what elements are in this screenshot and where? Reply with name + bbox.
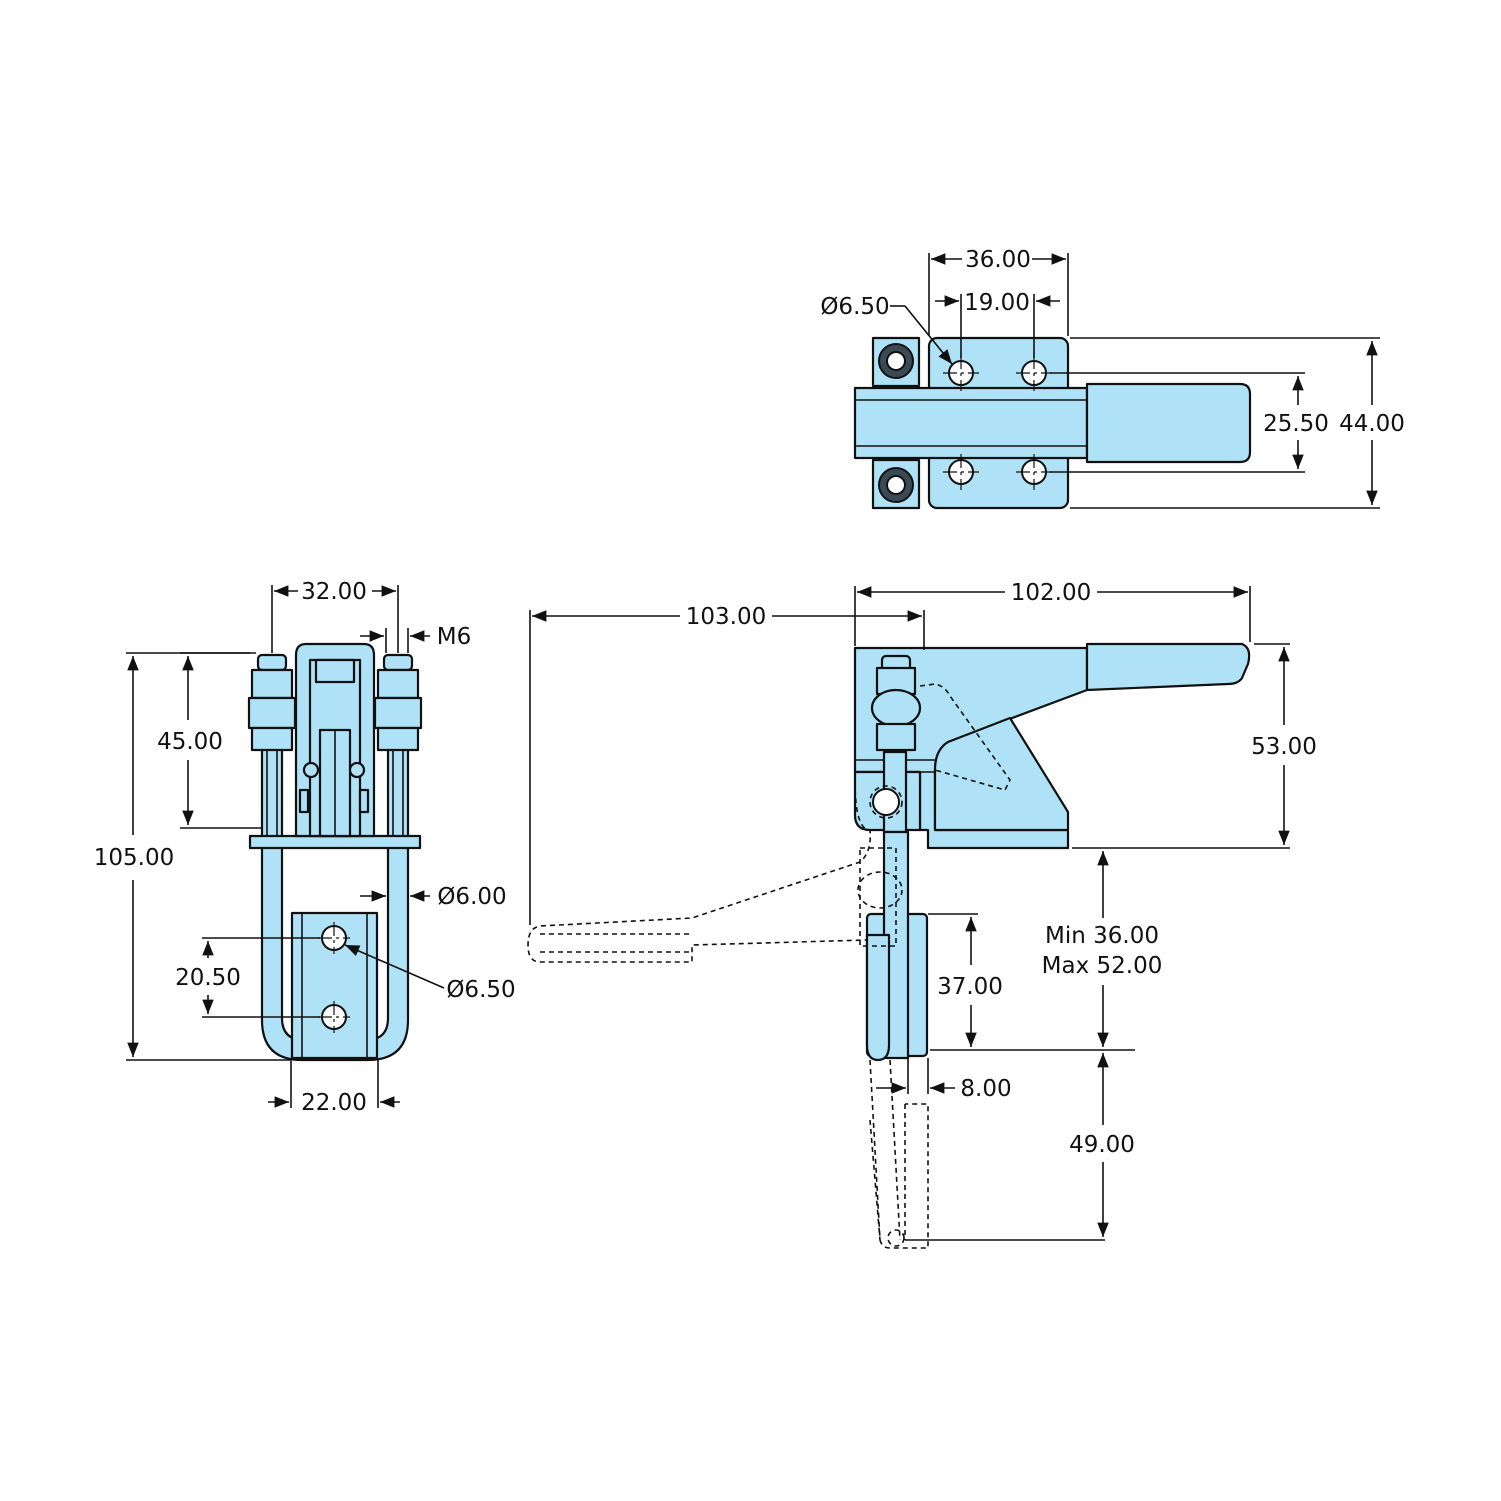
dim-25-label: 25.50 [1263,411,1329,437]
dim-front-dia-label: Ø6.50 [446,977,515,1003]
dim-side-handle-reach: 103.00 [529,604,925,925]
dim-front-top-width: 32.00 [271,579,399,653]
dim-max-label: Max 52.00 [1042,953,1163,979]
dim-top-dia-label: Ø6.50 [820,294,889,320]
dim-19-label: 19.00 [964,290,1030,316]
dim-side-plate-thickness: 8.00 [876,1058,1012,1102]
dim-front-hole-diameter: Ø6.50 [344,944,516,1003]
dim-top-hole-diameter: Ø6.50 [820,294,953,365]
dim-side-body-height: 53.00 [1072,643,1317,849]
dim-min-label: Min 36.00 [1045,923,1159,949]
dim-side-latch-length: 37.00 [928,913,1003,1047]
dim-side-opening: Min 36.00 Max 52.00 [1042,851,1163,1047]
dim-top-overall-height: 44.00 [1070,337,1405,509]
dim-side-open-drop: 49.00 [905,1053,1135,1241]
dim-rod-dia-label: Ø6.00 [437,884,506,910]
dim-105-label: 105.00 [94,845,174,871]
top-view-nut-upper [871,336,921,388]
dim-32-label: 32.00 [301,579,367,605]
dim-front-thread: M6 [360,624,471,653]
front-view-crossbar [248,834,422,850]
dim-side-overall-length: 102.00 [854,580,1251,646]
top-view: 36.00 19.00 Ø6.50 25.50 [820,247,1405,510]
dim-45-label: 45.00 [157,729,223,755]
dim-20-label: 20.50 [175,965,241,991]
dim-53-label: 53.00 [1251,734,1317,760]
dim-front-overall-height: 105.00 [94,652,290,1061]
top-view-arm [853,386,1089,460]
dim-m6-label: M6 [437,624,471,650]
side-view-handle [1085,642,1251,692]
dim-102-label: 102.00 [1011,580,1091,606]
front-view-nut-left [247,653,297,752]
dim-front-rod-diameter: Ø6.00 [360,884,507,910]
front-view: 32.00 M6 45.00 105.00 [94,579,516,1116]
top-view-mounting-holes [943,355,1052,490]
front-view-nut-right [373,653,423,752]
dim-8-label: 8.00 [960,1076,1011,1102]
dim-top-hole-pitch: 25.50 [1050,372,1329,473]
side-view-open-position [527,683,1011,1249]
dim-top-hole-spacing: 19.00 [935,290,1060,358]
dim-103-label: 103.00 [686,604,766,630]
dim-37-label: 37.00 [937,974,1003,1000]
dim-36-label: 36.00 [965,247,1031,273]
dim-front-bottom-width: 22.00 [268,1060,400,1116]
top-view-nut-lower [871,458,921,510]
top-view-handle [1085,382,1252,464]
dim-22-label: 22.00 [301,1090,367,1116]
dim-top-overall-width: 36.00 [928,247,1069,336]
dim-front-upper-height: 45.00 [157,652,262,829]
dim-49-label: 49.00 [1069,1132,1135,1158]
side-view: 103.00 102.00 53.00 Min 36.00 Max 52.00 [527,580,1317,1249]
dim-front-hole-pitch: 20.50 [175,937,320,1018]
dim-44-label: 44.00 [1339,411,1405,437]
